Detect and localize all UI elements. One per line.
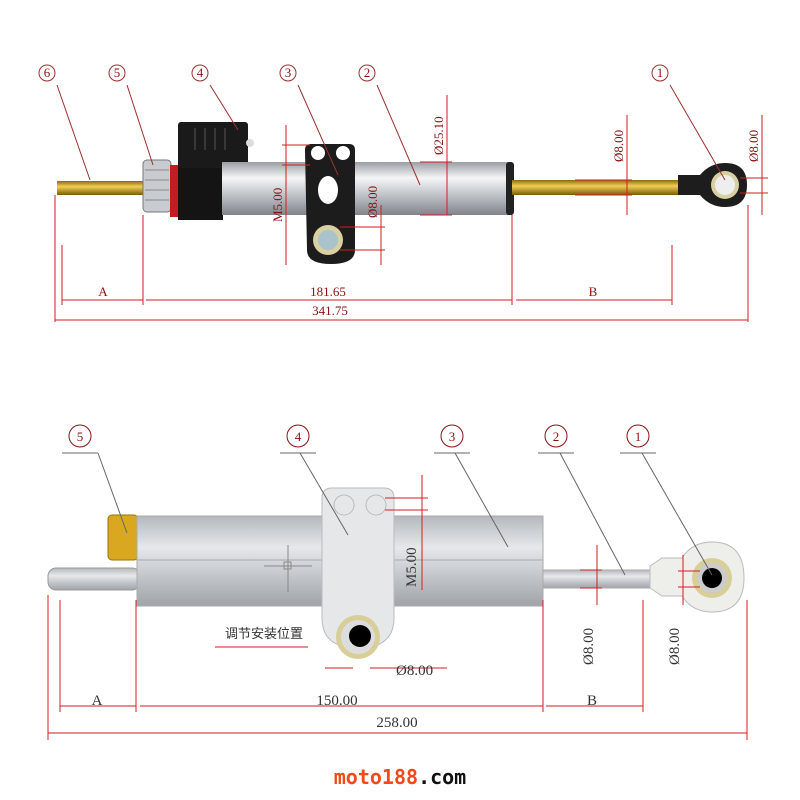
- callout-3: 3: [285, 65, 292, 80]
- clamp-bracket: [321, 487, 395, 649]
- callout-5: 5: [114, 65, 121, 80]
- dim-eye-diameter: Ø8.00: [667, 628, 683, 665]
- dim-eye-diameter: Ø8.00: [746, 130, 761, 162]
- dim-body-length: 181.65: [310, 284, 346, 299]
- callout-6: 6: [44, 65, 51, 80]
- dim-thread: M5.00: [270, 188, 285, 222]
- callout-1: 1: [657, 65, 664, 80]
- top-damper: [57, 122, 747, 264]
- callout-4: 4: [295, 429, 302, 444]
- callout-2: 2: [553, 429, 560, 444]
- bottom-damper: [47, 487, 745, 659]
- red-ring: [170, 165, 179, 217]
- top-dimensions: A 181.65 B 341.75 Ø25.10 Ø8.00 Ø8.00 M5.…: [54, 95, 768, 322]
- reservoir-body: [178, 164, 223, 220]
- piston-rod-right: [542, 569, 654, 589]
- callout-1: 1: [635, 429, 642, 444]
- dim-total: 341.75: [312, 303, 348, 318]
- adjuster-nut: [142, 159, 172, 213]
- dim-b: B: [587, 693, 597, 709]
- bottom-callouts: 5 4 3 2 1: [62, 424, 713, 576]
- dim-clamp-hole: Ø8.00: [396, 663, 433, 679]
- dim-body-length: 150.00: [316, 693, 357, 709]
- callout-3: 3: [449, 429, 456, 444]
- piston-rod-left: [47, 567, 141, 591]
- piston-rod-right: [512, 180, 682, 195]
- top-callouts: 6 5 4 3 2 1: [38, 64, 726, 186]
- dim-clamp-hole: Ø8.00: [365, 186, 380, 218]
- svg-text:moto188.com: moto188.com: [334, 765, 466, 789]
- dim-rod-diameter: Ø8.00: [581, 628, 597, 665]
- dim-a: A: [92, 693, 103, 709]
- watermark: moto188.com: [334, 765, 466, 789]
- damper-tube: [222, 162, 512, 215]
- watermark-brand: moto188: [334, 765, 418, 789]
- dim-b: B: [589, 284, 598, 299]
- dim-tube-diameter: Ø25.10: [431, 116, 446, 155]
- watermark-suffix: .com: [418, 765, 466, 789]
- dim-rod-diameter: Ø8.00: [611, 130, 626, 162]
- dim-total: 258.00: [376, 715, 417, 731]
- adjust-position-note: 调节安装位置: [225, 627, 303, 642]
- callout-2: 2: [364, 65, 371, 80]
- callout-4: 4: [197, 65, 204, 80]
- piston-rod-left: [57, 181, 145, 195]
- dim-thread: M5.00: [404, 547, 420, 587]
- bottom-dimensions: A 150.00 B 258.00 M5.00 Ø8.00 Ø8.00 Ø8.0…: [47, 475, 748, 740]
- dim-a: A: [98, 284, 108, 299]
- callout-5: 5: [77, 429, 84, 444]
